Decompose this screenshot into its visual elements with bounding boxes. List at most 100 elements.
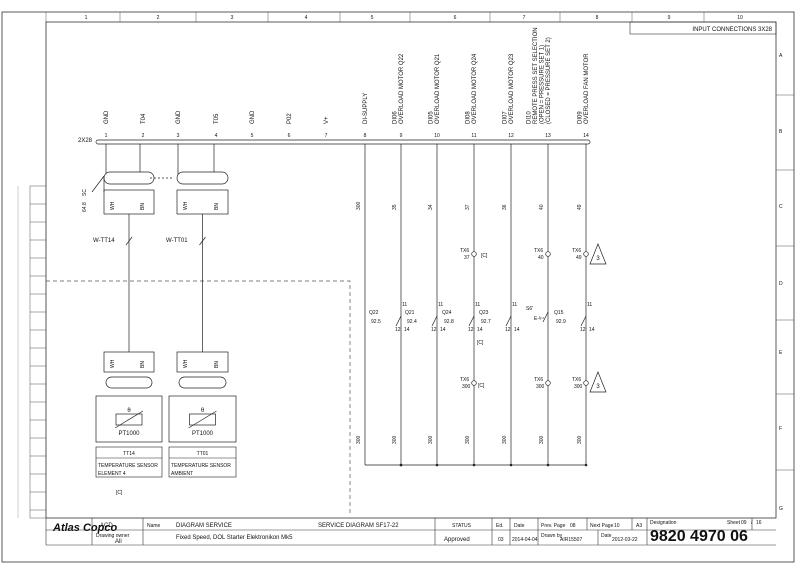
relay-pin-14: 14 — [440, 327, 446, 333]
terminal-number: 4 — [215, 133, 218, 139]
sheet-total: 16 — [756, 520, 762, 526]
wire-number-bottom: 300 — [539, 435, 545, 444]
shield-wire — [91, 175, 105, 193]
terminal-label: GND — [176, 110, 182, 124]
cable-break — [125, 236, 133, 246]
relay-contact — [505, 315, 512, 327]
grid-row-label: F — [779, 426, 782, 432]
name-label: Name — [147, 523, 161, 529]
terminal-label: (CLOSED = PRESSURE SET 2) — [546, 37, 552, 124]
relay-pin-11: 11 — [512, 302, 517, 308]
relay-pin-11: 11 — [587, 302, 592, 308]
wire-color-a: WH — [110, 201, 116, 210]
designation-label: Designation — [650, 520, 677, 526]
sensor-type: PT1000 — [118, 431, 140, 437]
terminal-label: OVERLOAD MOTOR Q23 — [509, 53, 515, 124]
relay-contact — [580, 315, 587, 327]
sheet-value: 09 — [741, 520, 747, 526]
relay-ref: 92.8 — [444, 319, 454, 325]
cable-gland — [103, 189, 155, 215]
tx-tag: TX6 — [572, 248, 581, 254]
drawing-subtitle: Fixed Speed, DOL Starter Elektronikon Mk… — [176, 535, 293, 541]
sensor-desc-2: ELEMENT 4 — [98, 471, 126, 477]
wire-number-top: 35 — [392, 204, 398, 210]
drawn-by-label: Drawn by — [541, 533, 563, 539]
relay-pin-14: 14 — [477, 327, 483, 333]
relay-pin-12: 12 — [468, 327, 474, 333]
relay-pin-12: 12 — [431, 327, 437, 333]
relay-pin-11: 11 — [402, 302, 407, 308]
relay-contact — [395, 315, 402, 327]
circuit-14: 49 300 — [577, 144, 588, 467]
relay-pin-11: 11 — [475, 302, 480, 308]
sheet-label: Sheet — [727, 520, 741, 526]
cable-gland — [176, 189, 229, 215]
option-boundary — [46, 280, 351, 516]
terminal-label: DI06 — [393, 111, 399, 124]
terminal-label: GND — [250, 110, 256, 124]
tx-num: 300 — [574, 384, 583, 390]
resistor-slash — [114, 410, 144, 429]
grid-column-label: 9 — [668, 15, 671, 21]
switch-actuator: E-\ — [534, 316, 541, 322]
grid-column-label: 6 — [454, 15, 457, 21]
date-value: 2014-04-04 — [512, 537, 538, 543]
date2-label: Date — [601, 533, 612, 539]
terminal-label: DI07 — [503, 111, 509, 124]
tx-option-mark: [C] — [481, 253, 488, 259]
wire-number-bottom: 300 — [502, 435, 508, 444]
relay-pin-12: 12 — [505, 327, 511, 333]
acd-label: ACD — [100, 523, 113, 529]
cable-gland-lower — [176, 351, 229, 373]
terminal-number: 7 — [325, 133, 328, 139]
terminal-label: DI-SUPPLY — [363, 93, 369, 124]
wire-color-a: WH — [183, 201, 189, 210]
header-title: INPUT CONNECTIONS 3X28 — [692, 27, 772, 33]
sensor-desc-2: AMBIENT — [171, 471, 193, 477]
wire-number-top: 37 — [465, 204, 471, 210]
terminal-number: 11 — [471, 133, 476, 139]
terminal-label: (OPEN = PRESSURE SET 1) — [540, 45, 546, 124]
connector-name: 2X28 — [78, 138, 93, 144]
sensor-desc: TEMPERATURE SENSOR — [98, 463, 158, 469]
terminal-7: 7V+ — [324, 116, 330, 139]
sensor-type: PT1000 — [192, 431, 214, 437]
wire-number-top: 300 — [356, 201, 362, 210]
relay-ref: 92.9 — [556, 319, 566, 325]
relay-pin-14: 14 — [589, 327, 595, 333]
wire-number-top: 49 — [577, 204, 583, 210]
terminal-label: T05 — [214, 113, 220, 124]
prev-page-label: Prev. Page — [541, 523, 566, 529]
title-block: Atlas Copco ACD Drawing owner All Name D… — [45, 518, 776, 546]
page-ref-triangle: 3 — [589, 243, 607, 265]
drawing-name: DIAGRAM SERVICE — [176, 523, 232, 529]
relay-tag: Q15 — [554, 310, 564, 316]
relay-tag: Q24 — [442, 310, 452, 316]
wire-color-a: WH — [183, 359, 189, 368]
theta-symbol: θ — [127, 408, 131, 414]
cable-ferrite-lower — [178, 376, 227, 389]
terminal-number: 1 — [105, 133, 108, 139]
cable-break — [199, 236, 206, 246]
side-table-frame — [29, 185, 47, 519]
tx-tag: TX6 — [534, 377, 543, 383]
owner-label: Drawing owner — [96, 533, 130, 539]
terminal-label: DI05 — [429, 111, 435, 124]
tx-num: 49 — [576, 255, 582, 261]
shield-label: SC — [82, 189, 88, 196]
